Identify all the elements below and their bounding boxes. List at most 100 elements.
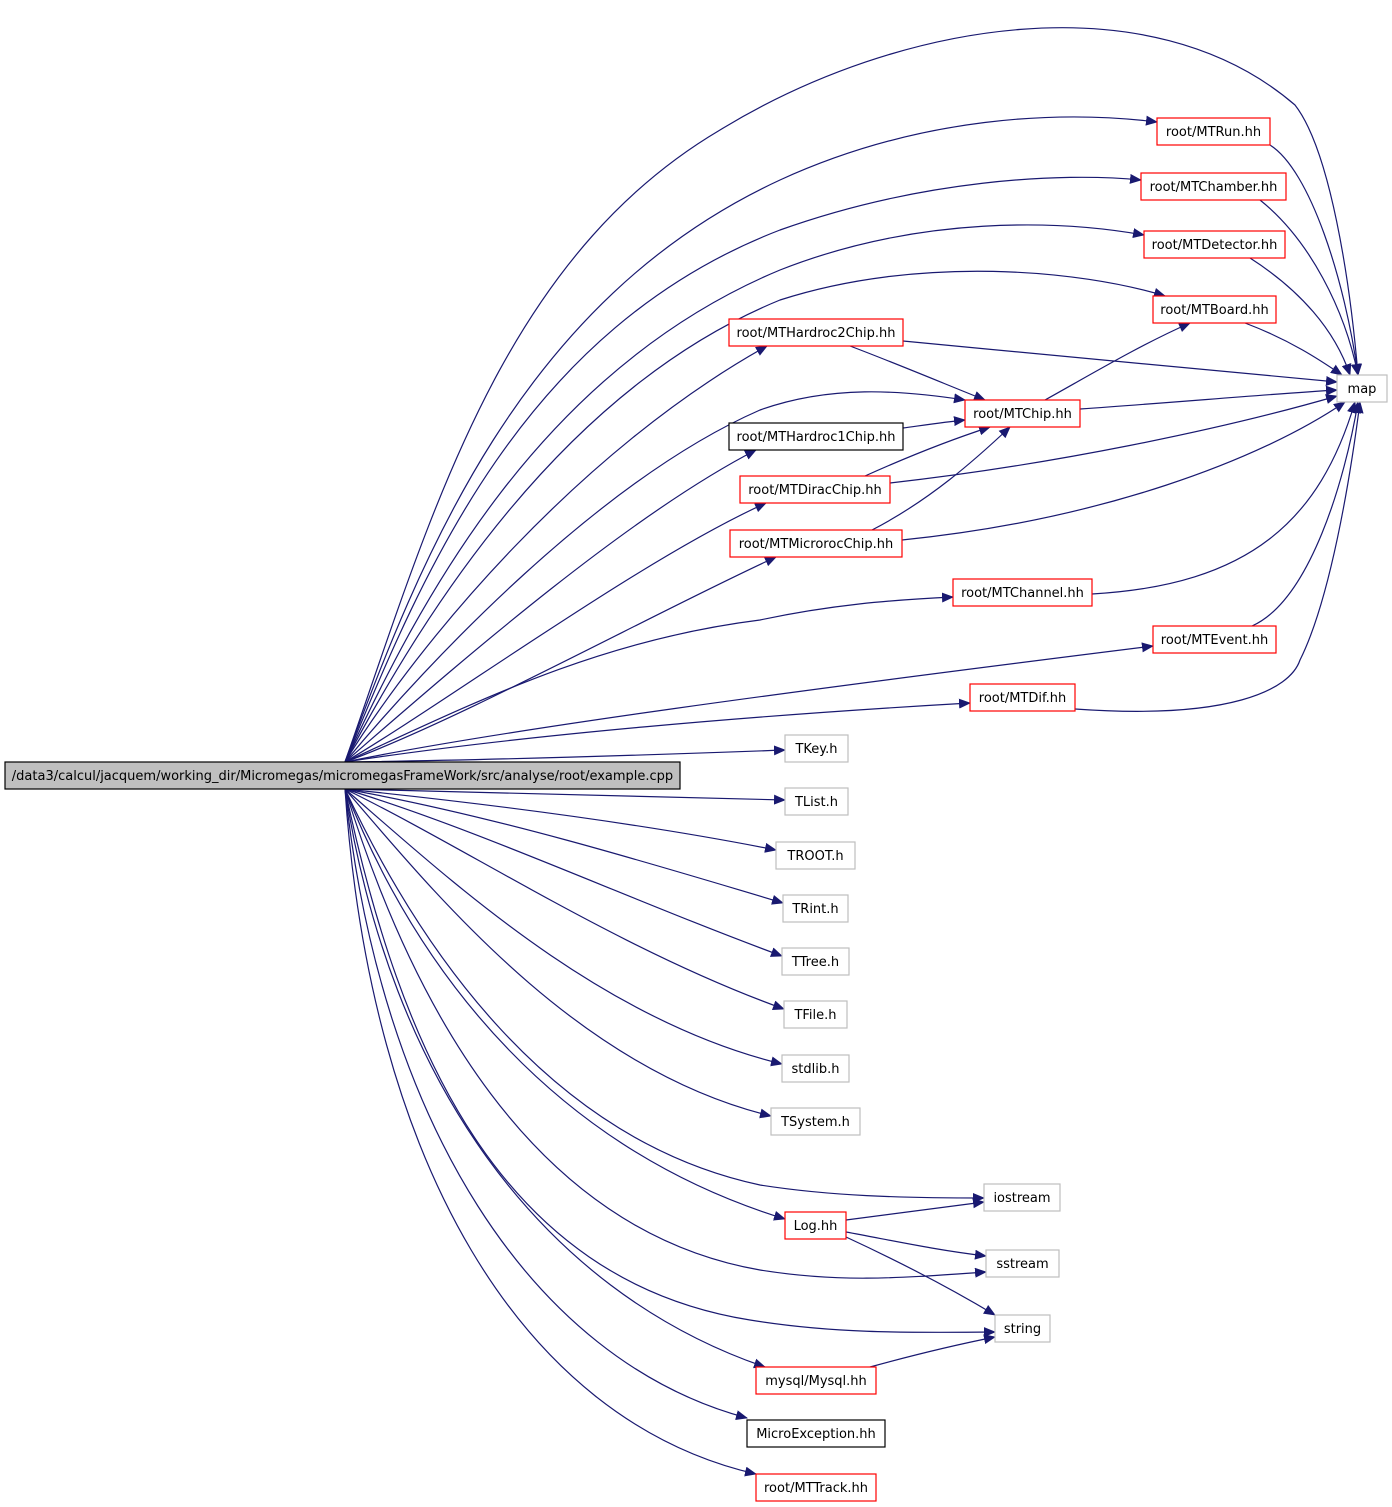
edge-root-to-mysql bbox=[344, 788, 766, 1369]
edge-mtchip-to-mtboard bbox=[1044, 322, 1191, 401]
node-mtchip[interactable]: root/MTChip.hh bbox=[964, 399, 1081, 428]
edge-root-to-microroc bbox=[344, 556, 777, 763]
node-box-mtboard bbox=[1152, 295, 1277, 324]
edge-microroc-to-mtchip bbox=[871, 426, 1011, 531]
node-mttrack[interactable]: root/MTTrack.hh bbox=[755, 1473, 877, 1502]
node-box-dirac bbox=[739, 475, 891, 504]
node-label-event: root/MTEvent.hh bbox=[1161, 633, 1268, 648]
node-log[interactable]: Log.hh bbox=[784, 1211, 847, 1240]
node-mtboard[interactable]: root/MTBoard.hh bbox=[1152, 295, 1277, 324]
edge-root-to-map bbox=[344, 27, 1363, 763]
node-label-tfile: TFile.h bbox=[793, 1008, 836, 1023]
node-microexc[interactable]: MicroException.hh bbox=[746, 1419, 886, 1448]
node-channel[interactable]: root/MTChannel.hh bbox=[952, 578, 1093, 607]
edge-mtchip-to-map bbox=[1079, 385, 1338, 410]
node-label-tsystem: TSystem.h bbox=[780, 1115, 850, 1130]
edge-root-to-troot bbox=[344, 788, 777, 853]
edge-hardroc2-to-map bbox=[902, 340, 1338, 387]
node-box-microroc bbox=[729, 529, 903, 558]
node-box-sstream bbox=[985, 1249, 1060, 1278]
edge-dirac-to-mtchip bbox=[864, 425, 991, 477]
node-tkey[interactable]: TKey.h bbox=[784, 734, 849, 763]
node-label-stdlib: stdlib.h bbox=[792, 1062, 840, 1077]
edge-log-to-string bbox=[845, 1236, 996, 1316]
node-box-string bbox=[994, 1314, 1051, 1343]
edge-root-to-tlist bbox=[344, 788, 786, 805]
node-microroc[interactable]: root/MTMicrorocChip.hh bbox=[729, 529, 903, 558]
node-label-mtrun: root/MTRun.hh bbox=[1166, 125, 1261, 140]
edge-mtrun-to-map bbox=[1269, 144, 1362, 376]
edge-root-to-hardroc1 bbox=[344, 449, 757, 763]
node-label-mtboard: root/MTBoard.hh bbox=[1160, 303, 1268, 318]
node-box-mtchamber bbox=[1140, 172, 1287, 201]
node-stdlib[interactable]: stdlib.h bbox=[781, 1054, 850, 1083]
edge-hardroc1-to-mtchip bbox=[902, 416, 966, 429]
node-box-mttrack bbox=[755, 1473, 877, 1502]
edge-log-to-sstream bbox=[845, 1231, 987, 1260]
node-event[interactable]: root/MTEvent.hh bbox=[1152, 625, 1277, 654]
node-trint[interactable]: TRint.h bbox=[782, 894, 849, 923]
edge-root-to-iostream bbox=[344, 788, 985, 1203]
edge-hardroc2-to-mtchip bbox=[849, 345, 986, 401]
node-dif[interactable]: root/MTDif.hh bbox=[969, 683, 1076, 712]
edge-log-to-iostream bbox=[845, 1198, 985, 1221]
node-tlist[interactable]: TList.h bbox=[784, 787, 849, 816]
node-root[interactable]: /data3/calcul/jacquem/working_dir/Microm… bbox=[4, 761, 681, 790]
node-ttree[interactable]: TTree.h bbox=[781, 947, 850, 976]
edge-root-to-ttree bbox=[344, 788, 783, 957]
node-dirac[interactable]: root/MTDiracChip.hh bbox=[739, 475, 891, 504]
node-map[interactable]: map bbox=[1336, 374, 1388, 403]
edge-root-to-tsystem bbox=[344, 788, 772, 1119]
edge-root-to-trint bbox=[344, 788, 784, 905]
node-label-mtchamber: root/MTChamber.hh bbox=[1150, 180, 1278, 195]
node-box-iostream bbox=[983, 1183, 1061, 1212]
node-label-channel: root/MTChannel.hh bbox=[961, 586, 1084, 601]
edge-mysql-to-string bbox=[869, 1334, 996, 1368]
node-label-sstream: sstream bbox=[996, 1257, 1048, 1272]
node-hardroc2[interactable]: root/MTHardroc2Chip.hh bbox=[728, 318, 904, 347]
edge-event-to-map bbox=[1251, 401, 1362, 627]
node-box-tkey bbox=[784, 734, 849, 763]
edge-root-to-microexc bbox=[344, 788, 748, 1420]
node-box-tsystem bbox=[770, 1107, 861, 1136]
node-mtchamber[interactable]: root/MTChamber.hh bbox=[1140, 172, 1287, 201]
edge-microroc-to-map bbox=[901, 401, 1346, 541]
edge-root-to-dif bbox=[344, 698, 971, 763]
node-hardroc1[interactable]: root/MTHardroc1Chip.hh bbox=[728, 422, 904, 451]
node-troot[interactable]: TROOT.h bbox=[775, 841, 856, 870]
node-iostream[interactable]: iostream bbox=[983, 1183, 1061, 1212]
edge-root-to-string bbox=[344, 788, 996, 1338]
edge-root-to-log bbox=[344, 788, 786, 1221]
node-sstream[interactable]: sstream bbox=[985, 1249, 1060, 1278]
edges bbox=[344, 27, 1364, 1477]
node-box-tfile bbox=[783, 1000, 848, 1029]
node-label-mysql: mysql/Mysql.hh bbox=[765, 1374, 867, 1389]
node-label-trint: TRint.h bbox=[791, 902, 838, 917]
edge-root-to-event bbox=[344, 642, 1154, 763]
edge-root-to-mtrun bbox=[344, 115, 1158, 763]
node-mysql[interactable]: mysql/Mysql.hh bbox=[755, 1366, 877, 1395]
node-label-string: string bbox=[1004, 1322, 1041, 1337]
node-box-microexc bbox=[746, 1419, 886, 1448]
node-tsystem[interactable]: TSystem.h bbox=[770, 1107, 861, 1136]
node-string[interactable]: string bbox=[994, 1314, 1051, 1343]
edge-root-to-mtchamber bbox=[344, 173, 1142, 763]
edge-root-to-sstream bbox=[344, 788, 987, 1279]
node-box-ttree bbox=[781, 947, 850, 976]
node-mtrun[interactable]: root/MTRun.hh bbox=[1156, 117, 1271, 146]
edge-mtdetector-to-map bbox=[1249, 257, 1352, 376]
node-box-event bbox=[1152, 625, 1277, 654]
node-box-log bbox=[784, 1211, 847, 1240]
node-label-log: Log.hh bbox=[794, 1219, 838, 1234]
node-box-map bbox=[1336, 374, 1388, 403]
node-label-ttree: TTree.h bbox=[791, 955, 839, 970]
node-box-troot bbox=[775, 841, 856, 870]
node-mtdetector[interactable]: root/MTDetector.hh bbox=[1143, 230, 1286, 259]
node-label-hardroc1: root/MTHardroc1Chip.hh bbox=[737, 430, 896, 445]
edge-dif-to-map bbox=[1074, 401, 1364, 712]
edge-root-to-channel bbox=[344, 592, 954, 763]
node-tfile[interactable]: TFile.h bbox=[783, 1000, 848, 1029]
node-label-mttrack: root/MTTrack.hh bbox=[764, 1481, 868, 1496]
node-label-microexc: MicroException.hh bbox=[756, 1427, 876, 1442]
